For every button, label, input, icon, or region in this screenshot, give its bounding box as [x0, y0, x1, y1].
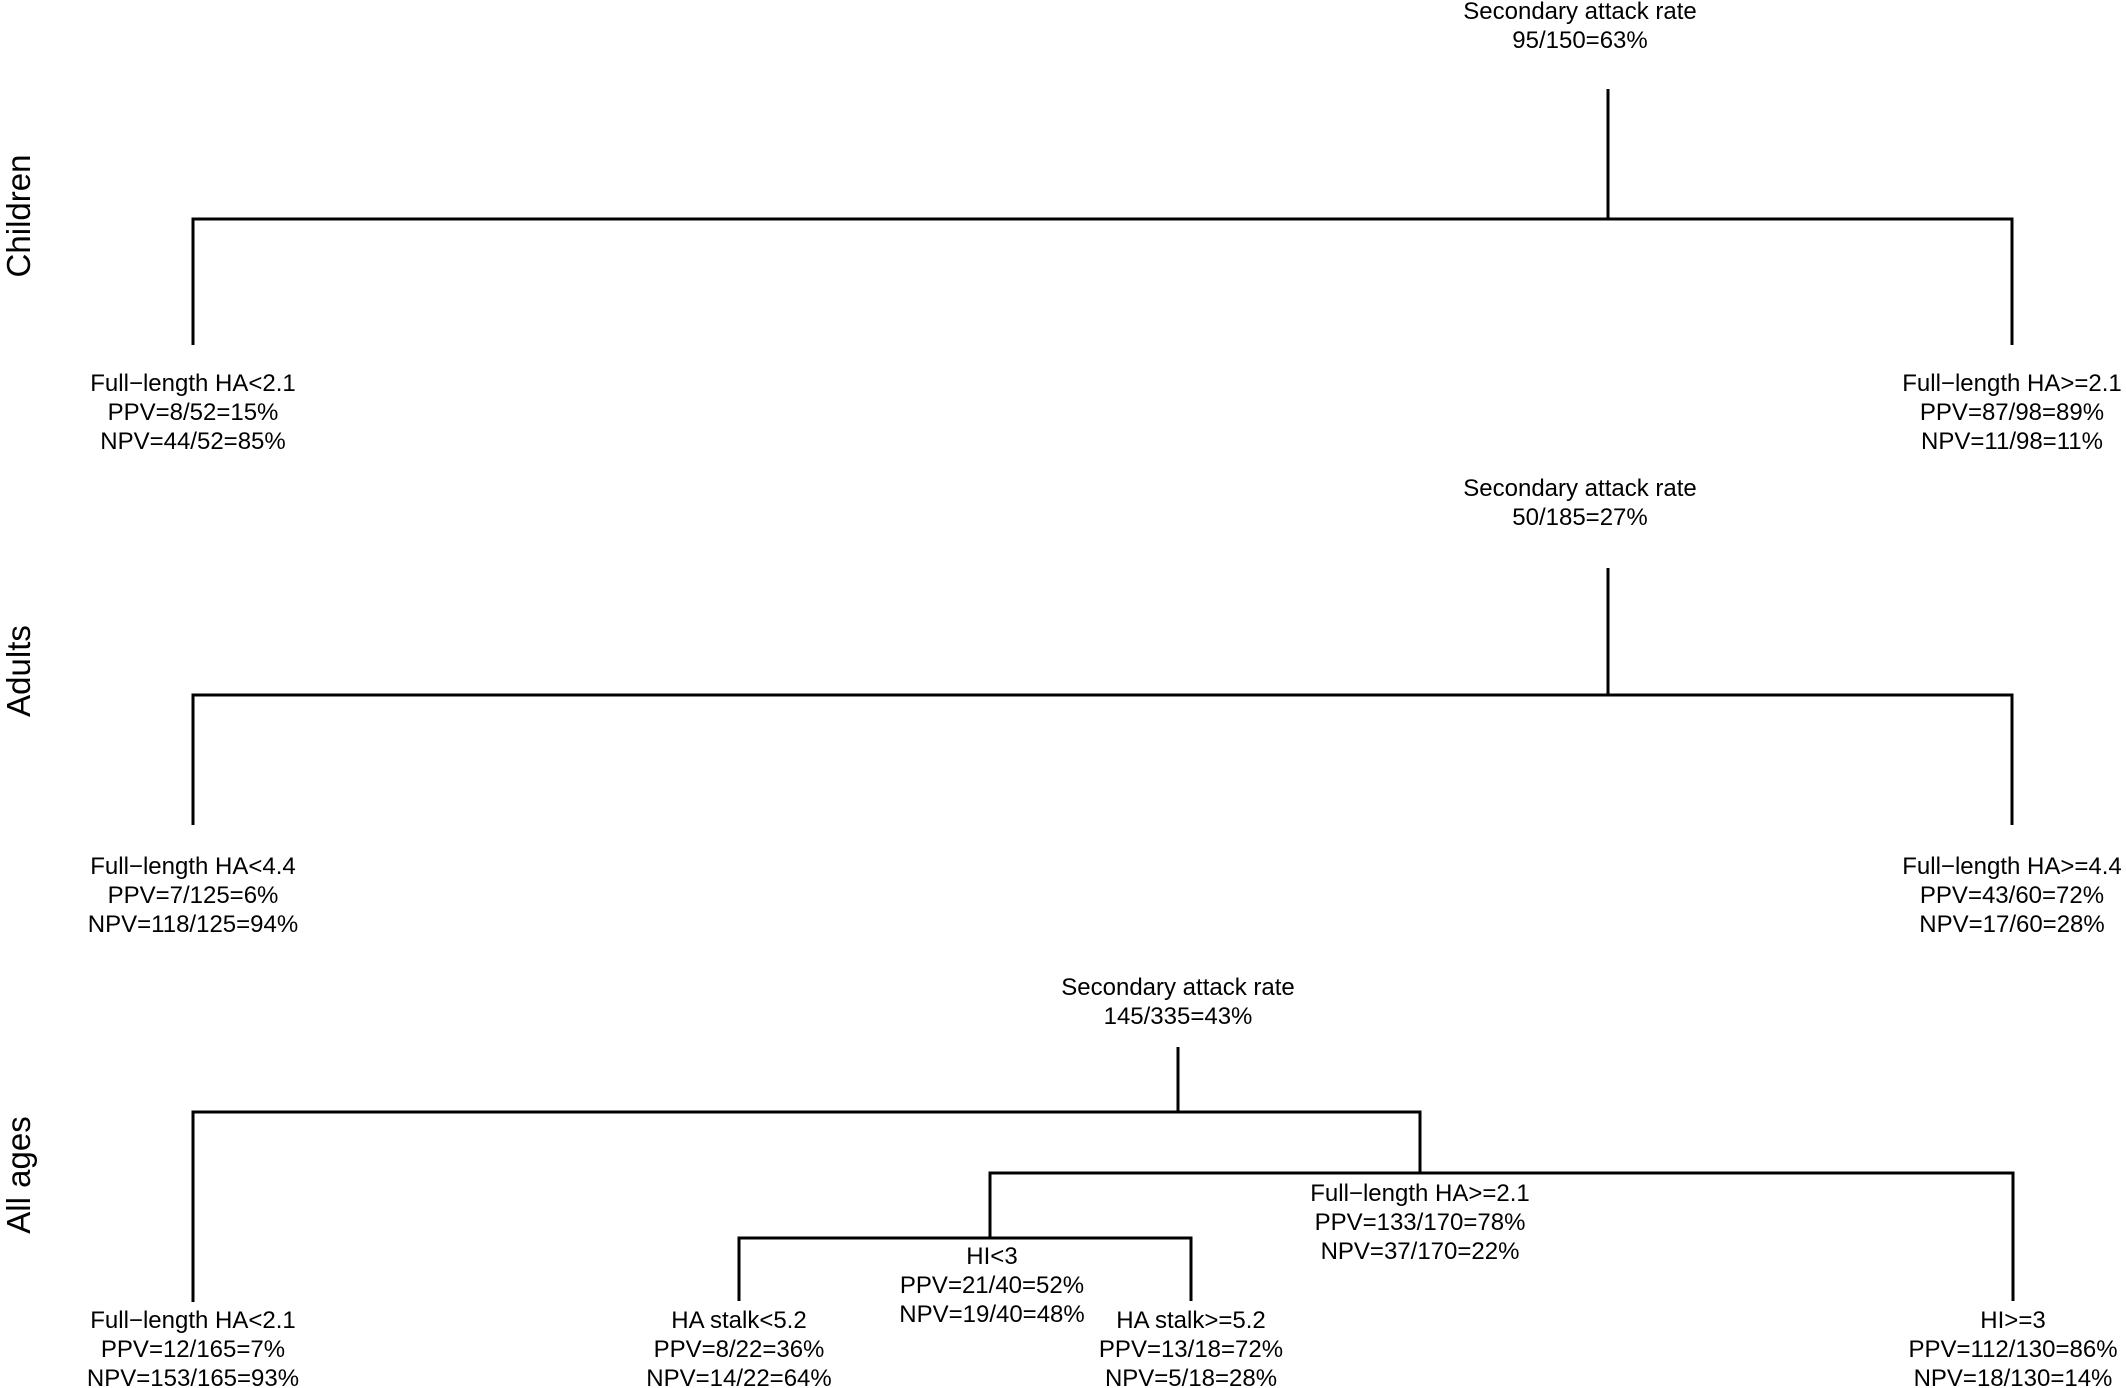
node-text-line: PPV=112/130=86%	[1908, 1336, 2118, 1363]
node-text-line: Full−length HA<2.1	[90, 370, 296, 397]
node-text-line: HA stalk<5.2	[671, 1307, 807, 1334]
node-text-line: PPV=12/165=7%	[100, 1336, 286, 1363]
node-text-line: Secondary attack rate	[1463, 0, 1697, 25]
node-text-line: HA stalk>=5.2	[1116, 1307, 1266, 1334]
node-text-line: PPV=8/22=36%	[653, 1336, 825, 1363]
allages-split2-bracket-line	[988, 1171, 2015, 1301]
node-text-line: PPV=21/40=52%	[899, 1272, 1085, 1299]
allages-left-leaf-label: Full−length HA<2.1 PPV=12/165=7% NPV=153…	[87, 1306, 299, 1388]
allages-ha-ge-node-label: Full−length HA>=2.1 PPV=133/170=78% NPV=…	[1310, 1179, 1529, 1266]
node-text-line: PPV=87/98=89%	[1919, 399, 2105, 426]
node-text-line: PPV=8/52=15%	[107, 399, 279, 426]
allages-stalk-ge-leaf-label: HA stalk>=5.2 PPV=13/18=72% NPV=5/18=28%	[1099, 1306, 1283, 1388]
children-root-label: Secondary attack rate 95/150=63%	[1463, 0, 1696, 55]
node-text-line: PPV=133/170=78%	[1314, 1209, 1526, 1236]
node-text-line: NPV=19/40=48%	[899, 1301, 1085, 1328]
node-text-line: NPV=18/130=14%	[1913, 1365, 2113, 1388]
allages-stalk-lt-leaf-label: HA stalk<5.2 PPV=8/22=36% NPV=14/22=64%	[646, 1306, 831, 1388]
adults-split-bracket-line	[191, 693, 2014, 825]
adults-right-leaf-label: Full−length HA>=4.4 PPV=43/60=72% NPV=17…	[1902, 852, 2121, 939]
section-label-all-ages: All ages	[0, 1116, 37, 1234]
allages-root-label: Secondary attack rate 145/335=43%	[1061, 973, 1294, 1031]
node-text-line: Full−length HA<4.4	[90, 853, 296, 880]
children-left-leaf-label: Full−length HA<2.1 PPV=8/52=15% NPV=44/5…	[90, 369, 295, 456]
node-text-line: NPV=11/98=11%	[1921, 428, 2103, 455]
children-split-bracket-line	[191, 217, 2014, 345]
tree-lines-group	[191, 89, 2015, 1302]
node-text-line: 50/185=27%	[1512, 504, 1648, 531]
allages-split1-bracket-line	[191, 1110, 1422, 1302]
node-text-line: PPV=13/18=72%	[1098, 1336, 1284, 1363]
allages-hi-ge-leaf-label: HI>=3 PPV=112/130=86% NPV=18/130=14%	[1908, 1306, 2117, 1388]
node-text-line: HI>=3	[1980, 1307, 2046, 1334]
adults-root-label: Secondary attack rate 50/185=27%	[1463, 474, 1696, 532]
children-right-leaf-label: Full−length HA>=2.1 PPV=87/98=89% NPV=11…	[1902, 369, 2121, 456]
allages-split3-bracket-line	[737, 1236, 1193, 1301]
node-text-line: HI<3	[966, 1243, 1018, 1270]
node-text-line: Secondary attack rate	[1061, 974, 1295, 1001]
section-label-adults: Adults	[0, 625, 37, 717]
node-text-line: 145/335=43%	[1103, 1003, 1253, 1030]
node-text-line: NPV=44/52=85%	[100, 428, 286, 455]
node-text-line: NPV=5/18=28%	[1104, 1365, 1278, 1388]
node-text-line: NPV=118/125=94%	[87, 911, 299, 938]
node-text-line: Full−length HA>=2.1	[1902, 370, 2122, 397]
node-text-line: NPV=14/22=64%	[646, 1365, 832, 1388]
allages-hi-lt-node-label: HI<3 PPV=21/40=52% NPV=19/40=48%	[899, 1242, 1084, 1329]
node-text-line: Full−length HA>=4.4	[1902, 853, 2122, 880]
node-text-line: PPV=43/60=72%	[1919, 882, 2105, 909]
section-label-children: Children	[0, 154, 37, 278]
node-text-line: Full−length HA<2.1	[90, 1307, 296, 1334]
node-text-line: PPV=7/125=6%	[107, 882, 279, 909]
adults-left-leaf-label: Full−length HA<4.4 PPV=7/125=6% NPV=118/…	[88, 852, 298, 939]
node-text-line: Secondary attack rate	[1463, 475, 1697, 502]
node-text-line: NPV=17/60=28%	[1919, 911, 2105, 938]
node-text-line: Full−length HA>=2.1	[1310, 1180, 1530, 1207]
node-text-line: NPV=153/165=93%	[86, 1365, 300, 1388]
node-text-line: NPV=37/170=22%	[1320, 1238, 1520, 1265]
node-text-line: 95/150=63%	[1512, 27, 1648, 54]
